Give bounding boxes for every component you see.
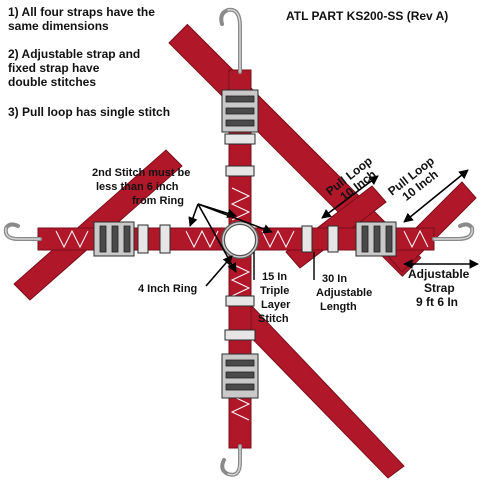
pull-loop-b-arrow [403,169,469,223]
triple-line-1: 15 In [262,271,287,283]
adjustable-length-label: 30 In Adjustable Length [316,273,372,313]
ratchet-buckle-icon [93,221,171,257]
ring-arrow [205,255,233,287]
adjustable-strap-label: Adjustable Strap 9 ft 6 In [408,267,470,309]
adjustable-length-line-3: Length [320,301,357,313]
adjustable-strap-line-1: Adjustable [408,267,470,281]
triple-line-4: Stitch [258,313,289,325]
second-stitch-line-1: 2nd Stitch must be [92,167,190,179]
ring-label: 4 Inch Ring [138,283,197,295]
note-2-line-1: 2) Adjustable strap and [8,47,140,61]
ratchet-buckle-icon [221,89,259,177]
adjustable-length-line-2: Adjustable [316,287,372,299]
s-hook-icon [219,7,242,74]
triple-stitch-label: 15 In Triple Layer Stitch [258,271,291,325]
s-hook-icon [220,444,242,477]
pull-loop-a-arrow [321,175,379,219]
second-stitch-line-2: less than 6 inch [96,181,179,193]
s-hook-icon [432,222,475,241]
ring-icon [221,221,259,259]
note-2-line-2: fixed strap have [8,61,100,75]
note-3-line-1: 3) Pull loop has single stitch [8,105,170,119]
ratchet-buckle-icon [301,221,397,257]
triple-line-3: Layer [261,299,291,311]
second-stitch-label: 2nd Stitch must be less than 6 inch from… [92,167,190,207]
pull-loop-b-label: Pull Loop 10 Inch [385,154,441,204]
s-hook-icon [3,222,42,241]
note-1-line-2: same dimensions [8,19,109,33]
part-number: ATL PART KS200-SS (Rev A) [286,9,448,23]
adjustable-strap-line-3: 9 ft 6 In [416,295,458,309]
notes: 1) All four straps have the same dimensi… [8,5,170,119]
dimension-ticks [253,252,315,280]
triple-line-2: Triple [260,285,289,297]
note-1-line-1: 1) All four straps have the [8,5,155,19]
adjustable-length-line-1: 30 In [322,273,347,285]
adjustable-strap-line-2: Strap [424,281,455,295]
ratchet-buckle-icon [221,295,259,399]
note-2-line-3: double stitches [8,75,96,89]
second-stitch-line-3: from Ring [132,195,184,207]
